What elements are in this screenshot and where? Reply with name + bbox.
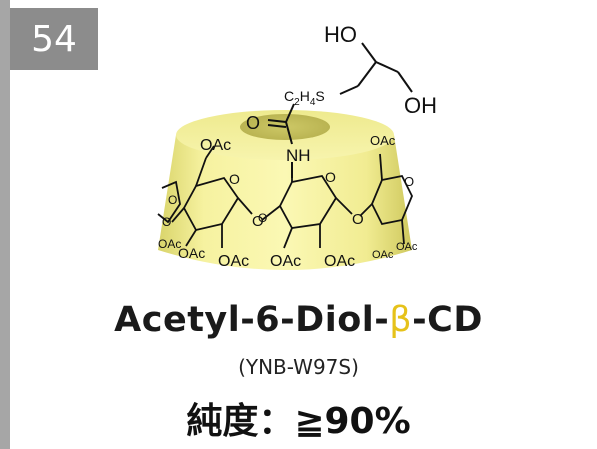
svg-text:O: O	[252, 213, 264, 230]
svg-text:OAc: OAc	[396, 241, 418, 253]
svg-text:OAc: OAc	[218, 253, 249, 270]
svg-text:O: O	[162, 215, 171, 229]
product-name: Acetyl-6-Diol-β-CD	[114, 300, 483, 340]
hydroxyl-label-right: OH	[404, 93, 437, 118]
svg-text:O: O	[229, 171, 240, 187]
svg-text:O: O	[325, 169, 336, 185]
amide-bonds	[267, 103, 295, 178]
ring-oxygen-labels: O O O O O O O O	[162, 169, 414, 230]
glucose-units	[157, 145, 413, 249]
purity-label: 純度：≧90%	[186, 401, 411, 442]
svg-text:OAc: OAc	[324, 253, 355, 270]
svg-text:OAc: OAc	[270, 253, 301, 270]
product-code: (YNB-W97S)	[238, 355, 359, 379]
amide-nh-label: NH	[286, 146, 311, 165]
svg-text:OAc: OAc	[200, 137, 231, 154]
molecular-structure: HO OH C2H4S O NH O	[157, 22, 437, 270]
carbonyl-oxygen-label: O	[246, 113, 260, 133]
diol-side-chain	[339, 42, 413, 95]
beta-symbol: β	[389, 300, 413, 340]
left-accent-bar	[0, 0, 10, 449]
svg-text:O: O	[352, 211, 364, 228]
svg-text:O: O	[404, 174, 414, 189]
svg-text:OAc: OAc	[372, 249, 394, 261]
thioether-linker-label: C2H4S	[284, 88, 325, 108]
acetyl-labels: OAc OAc OAc OAc OAc OAc OAc OAc OAc	[158, 133, 418, 270]
svg-text:O: O	[258, 211, 267, 225]
svg-text:OAc: OAc	[178, 245, 205, 261]
svg-text:OAc: OAc	[370, 133, 396, 148]
svg-text:OAc: OAc	[158, 237, 181, 251]
svg-text:O: O	[168, 193, 177, 207]
slide-number-badge: 54	[10, 8, 98, 70]
hydroxyl-label-top: HO	[324, 22, 357, 47]
